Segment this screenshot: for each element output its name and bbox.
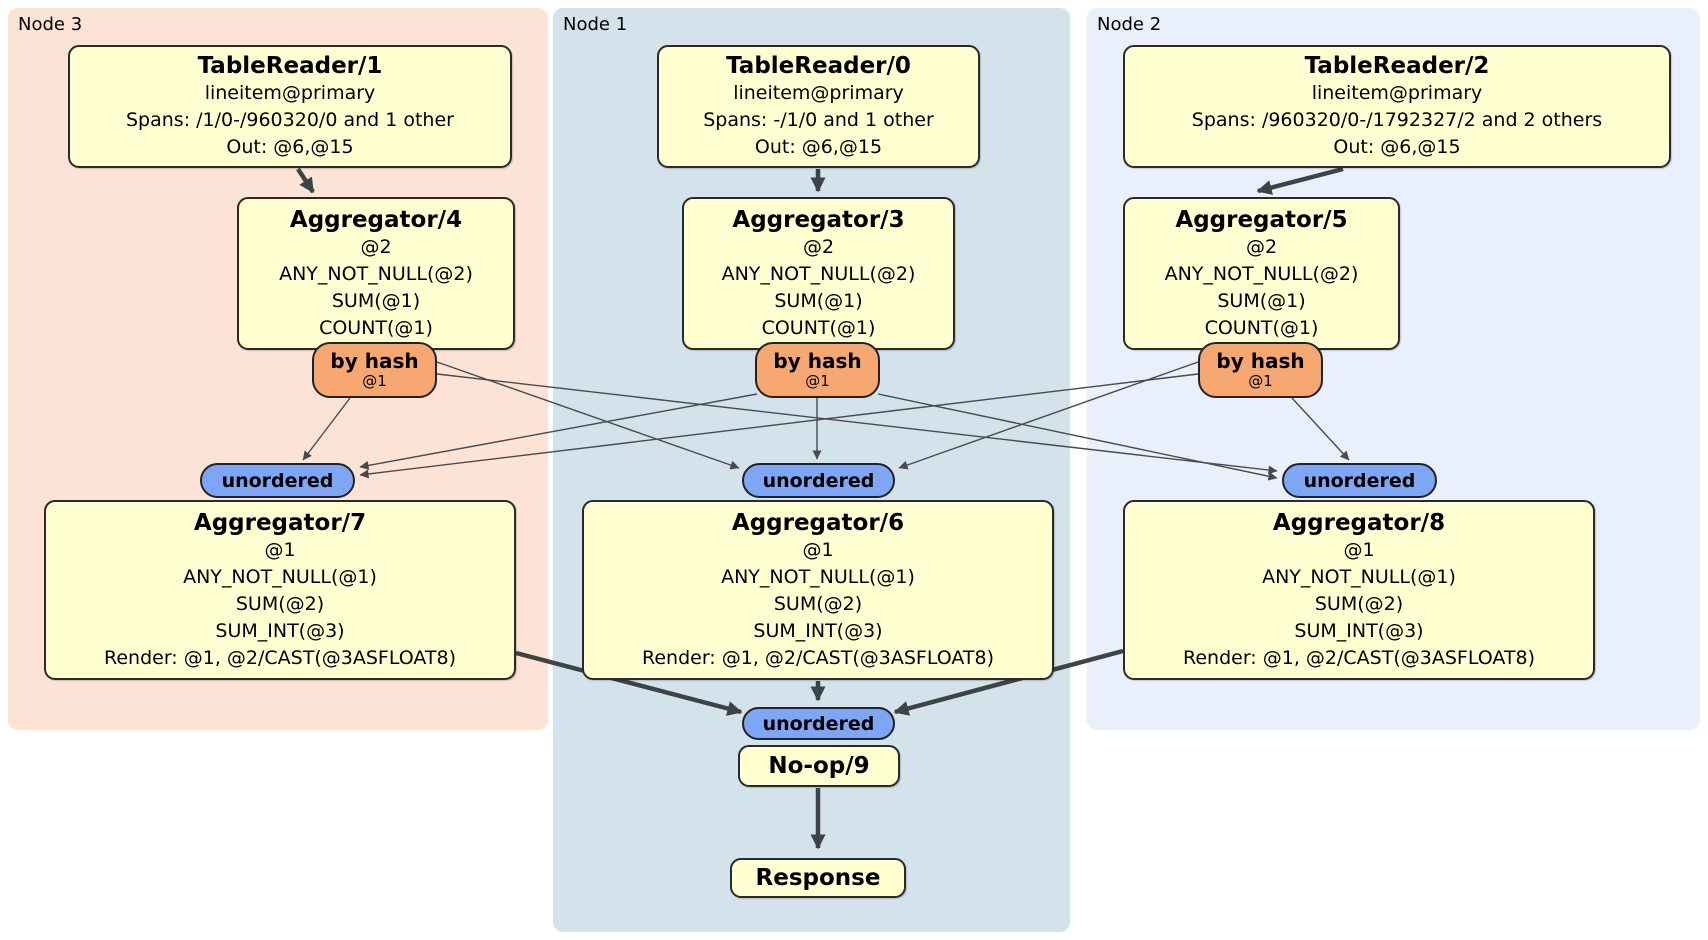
edge-tablereader-1-to-aggregator-4 <box>296 167 315 194</box>
group-label-node1: Node 1 <box>563 14 628 35</box>
router-router-hash-5: by hash@1 <box>1198 342 1323 398</box>
edge-tablereader-2-to-aggregator-5 <box>1256 166 1344 195</box>
edge-aggregator-7-to-sync-unordered-9 <box>515 650 743 716</box>
processor-line-aggregator-7-4: Render: @1, @2/CAST(@3ASFLOAT8) <box>104 646 456 669</box>
processor-title-tablereader-0: TableReader/0 <box>726 53 911 79</box>
processor-line-aggregator-8-2: SUM(@2) <box>1314 592 1404 615</box>
sync-sync-unordered-9: unordered <box>742 707 895 740</box>
processor-line-aggregator-6-0: @1 <box>802 538 834 561</box>
processor-line-tablereader-1-2: Out: @6,@15 <box>226 136 354 158</box>
sync-label-sync-unordered-6: unordered <box>762 469 875 492</box>
processor-title-aggregator-6: Aggregator/6 <box>731 509 905 536</box>
sync-label-sync-unordered-7: unordered <box>221 469 334 492</box>
processor-line-aggregator-7-0: @1 <box>264 538 296 561</box>
sync-sync-unordered-6: unordered <box>742 463 895 498</box>
processor-line-aggregator-6-4: Render: @1, @2/CAST(@3ASFLOAT8) <box>642 646 994 669</box>
processor-line-aggregator-4-3: COUNT(@1) <box>319 316 433 339</box>
processor-line-aggregator-6-3: SUM_INT(@3) <box>753 619 883 642</box>
sync-sync-unordered-7: unordered <box>200 463 355 498</box>
sync-sync-unordered-8: unordered <box>1282 463 1437 498</box>
processor-line-aggregator-5-3: COUNT(@1) <box>1204 316 1319 339</box>
processor-line-aggregator-7-3: SUM_INT(@3) <box>215 619 345 642</box>
edge-router-hash-5-to-sync-unordered-7 <box>359 373 1199 479</box>
processor-line-aggregator-3-1: ANY_NOT_NULL(@2) <box>721 262 916 285</box>
processor-title-aggregator-4: Aggregator/4 <box>289 206 463 233</box>
processor-line-aggregator-4-2: SUM(@1) <box>331 289 421 312</box>
router-router-hash-4: by hash@1 <box>312 342 437 398</box>
edge-router-hash-4-to-sync-unordered-7 <box>302 397 351 461</box>
router-title-router-hash-5: by hash <box>1216 349 1305 373</box>
processor-title-response: Response <box>755 865 881 891</box>
edge-router-hash-5-to-sync-unordered-8 <box>1291 397 1350 461</box>
router-subtitle-router-hash-5: @1 <box>1248 372 1273 390</box>
edge-router-hash-3-to-sync-unordered-7 <box>359 393 758 470</box>
processor-line-aggregator-5-1: ANY_NOT_NULL(@2) <box>1164 262 1359 285</box>
processor-line-aggregator-6-2: SUM(@2) <box>773 592 863 615</box>
processor-line-aggregator-5-0: @2 <box>1245 235 1278 258</box>
router-title-router-hash-4: by hash <box>330 349 419 373</box>
router-subtitle-router-hash-4: @1 <box>362 372 387 390</box>
processor-line-tablereader-0-2: Out: @6,@15 <box>754 136 883 158</box>
processor-line-aggregator-8-1: ANY_NOT_NULL(@1) <box>1262 565 1456 588</box>
group-label-node3: Node 3 <box>18 14 83 35</box>
processor-title-aggregator-5: Aggregator/5 <box>1175 206 1348 233</box>
processor-line-aggregator-8-4: Render: @1, @2/CAST(@3ASFLOAT8) <box>1183 646 1535 669</box>
group-label-node2: Node 2 <box>1097 14 1162 35</box>
processor-line-aggregator-6-1: ANY_NOT_NULL(@1) <box>721 565 915 588</box>
processor-line-aggregator-3-2: SUM(@1) <box>774 289 863 312</box>
processor-noop-9: No-op/9 <box>738 745 900 787</box>
processor-line-tablereader-0-0: lineitem@primary <box>733 82 904 104</box>
edge-router-hash-4-to-sync-unordered-6 <box>436 361 740 470</box>
processor-title-aggregator-3: Aggregator/3 <box>732 206 905 233</box>
edge-router-hash-4-to-sync-unordered-8 <box>436 373 1278 475</box>
processor-line-aggregator-4-0: @2 <box>360 235 392 258</box>
processor-title-tablereader-1: TableReader/1 <box>197 53 383 79</box>
processor-line-tablereader-1-1: Spans: /1/0-/960320/0 and 1 other <box>126 109 454 131</box>
router-title-router-hash-3: by hash <box>773 349 862 373</box>
edge-router-hash-3-to-sync-unordered-8 <box>877 393 1278 481</box>
router-subtitle-router-hash-3: @1 <box>805 372 830 390</box>
processor-line-aggregator-8-3: SUM_INT(@3) <box>1294 619 1424 642</box>
edge-aggregator-8-to-sync-unordered-9 <box>893 648 1124 716</box>
processor-line-tablereader-2-0: lineitem@primary <box>1311 82 1483 104</box>
router-router-hash-3: by hash@1 <box>755 342 880 398</box>
sync-label-sync-unordered-9: unordered <box>762 712 875 735</box>
processor-title-noop-9: No-op/9 <box>768 753 870 779</box>
processor-line-aggregator-4-1: ANY_NOT_NULL(@2) <box>279 262 473 285</box>
processor-line-tablereader-0-1: Spans: -/1/0 and 1 other <box>703 109 934 131</box>
processor-title-aggregator-7: Aggregator/7 <box>193 509 367 536</box>
processor-response: Response <box>730 858 906 898</box>
processor-line-tablereader-2-1: Spans: /960320/0-/1792327/2 and 2 others <box>1191 109 1603 131</box>
processor-line-aggregator-7-2: SUM(@2) <box>235 592 325 615</box>
sync-label-sync-unordered-8: unordered <box>1303 469 1416 492</box>
processor-line-tablereader-2-2: Out: @6,@15 <box>1333 136 1461 158</box>
processor-title-tablereader-2: TableReader/2 <box>1304 53 1490 79</box>
processor-line-aggregator-5-2: SUM(@1) <box>1217 289 1306 312</box>
processor-line-aggregator-7-1: ANY_NOT_NULL(@1) <box>183 565 377 588</box>
processor-line-tablereader-1-0: lineitem@primary <box>204 82 376 104</box>
processor-line-aggregator-3-0: @2 <box>802 235 835 258</box>
processor-line-aggregator-8-0: @1 <box>1343 538 1375 561</box>
processor-line-aggregator-3-3: COUNT(@1) <box>761 316 876 339</box>
processor-title-aggregator-8: Aggregator/8 <box>1272 509 1446 536</box>
